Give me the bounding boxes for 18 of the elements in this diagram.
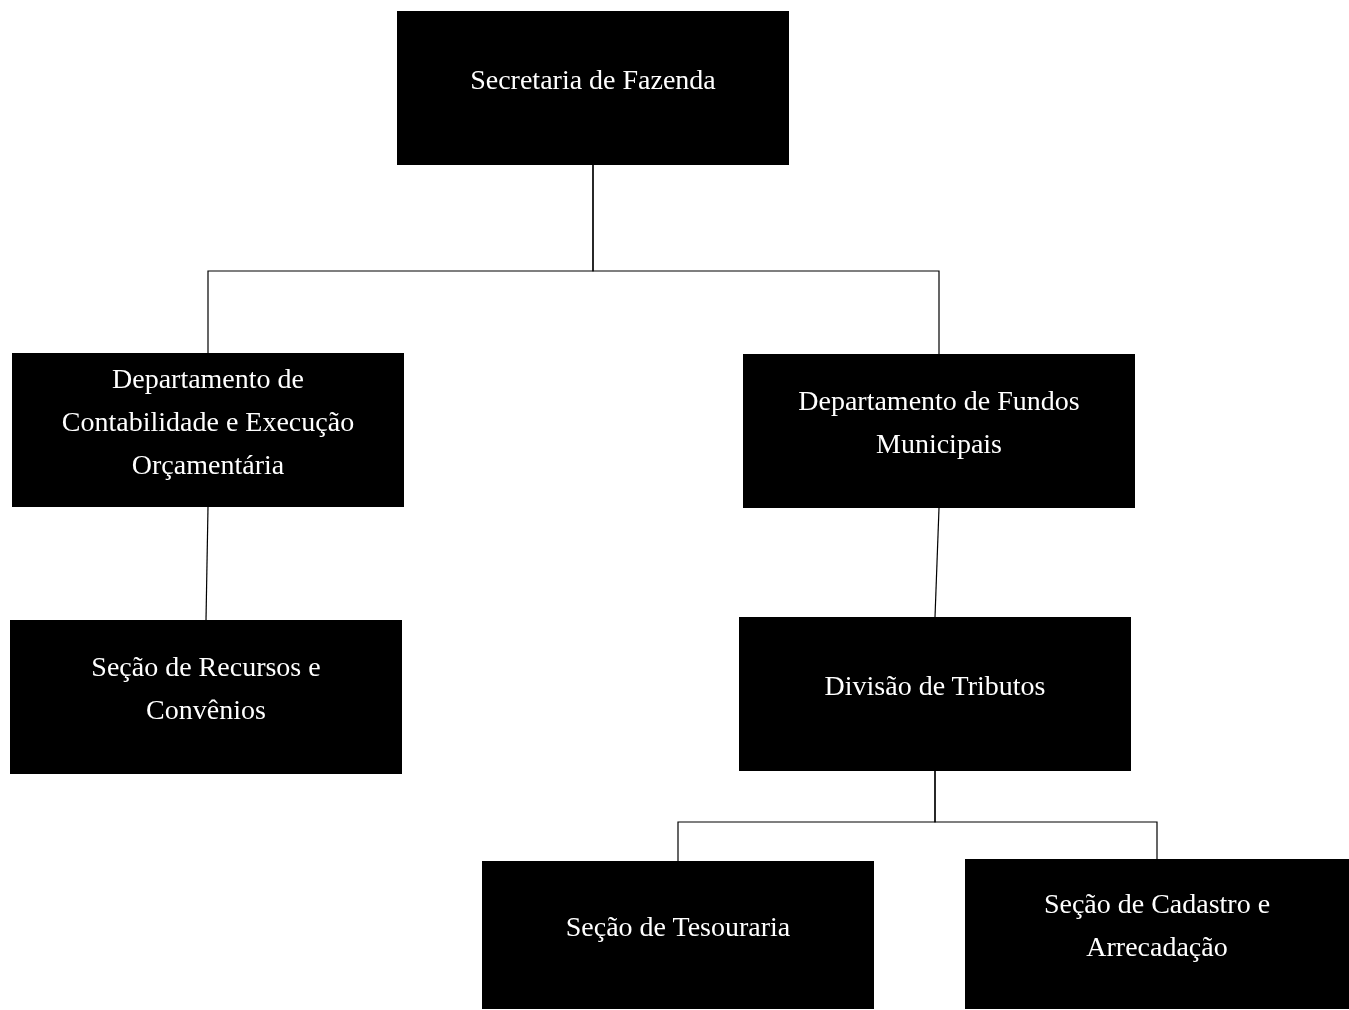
org-unit-box [12,353,404,507]
unit-name: Divisão de Tributos [824,668,1046,703]
unit-name: Secretaria de Fazenda [470,62,716,97]
org-unit-box [743,354,1135,508]
connector-line [592,164,940,355]
org-unit-box [482,861,874,1009]
unit-name: Seção de Cadastro e Arrecadação [1042,887,1272,964]
unit-name: Seção de Recursos e Convênios [90,650,322,727]
org-unit-box [10,620,402,774]
org-unit-box [965,859,1349,1009]
org-unit-box [739,617,1131,771]
connector-line [934,507,940,618]
org-unit-box [397,11,789,165]
connector-line [934,770,1158,860]
unit-name: Seção de Tesouraria [565,909,791,944]
connector-line [205,506,209,621]
unit-name: Departamento de Contabilidade e Execução Orçamentária [60,361,356,482]
unit-name: Departamento de Fundos Municipais [797,384,1081,461]
